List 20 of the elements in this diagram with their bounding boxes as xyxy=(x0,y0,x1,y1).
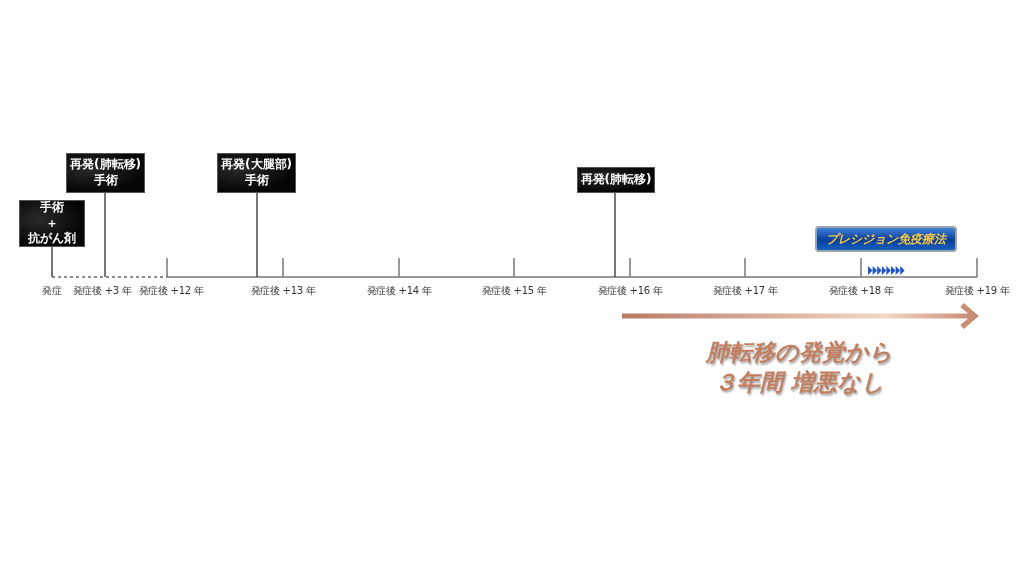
tick-label: 発症後 +19 年 xyxy=(944,284,1010,298)
tick-label: 発症後 +13 年 xyxy=(250,284,316,298)
event-box: 手術 ＋ 抗がん剤 xyxy=(19,200,85,247)
leader-line xyxy=(614,192,616,278)
result-note: 肺転移の発覚から３年間 増悪なし xyxy=(704,338,894,397)
tick-label: 発症 xyxy=(42,284,62,298)
tick-label: 発症後 +15 年 xyxy=(481,284,547,298)
tick-label: 発症後 +12 年 xyxy=(138,284,204,298)
event-box: 再発(大腿部) 手術 xyxy=(217,153,296,193)
tick-label: 発症後 +17 年 xyxy=(712,284,778,298)
event-box: 再発(肺転移) 手術 xyxy=(66,153,145,193)
tick-label: 発症後 +3 年 xyxy=(72,284,132,298)
leader-line xyxy=(256,192,258,278)
therapy-badge: プレシジョン免疫療法 xyxy=(815,226,957,252)
tick-label: 発症後 +16 年 xyxy=(597,284,663,298)
leader-line xyxy=(104,192,106,278)
tick-label: 発症後 +18 年 xyxy=(828,284,894,298)
leader-line xyxy=(51,246,53,278)
event-box: 再発(肺転移) xyxy=(577,167,655,193)
tick-label: 発症後 +14 年 xyxy=(366,284,432,298)
